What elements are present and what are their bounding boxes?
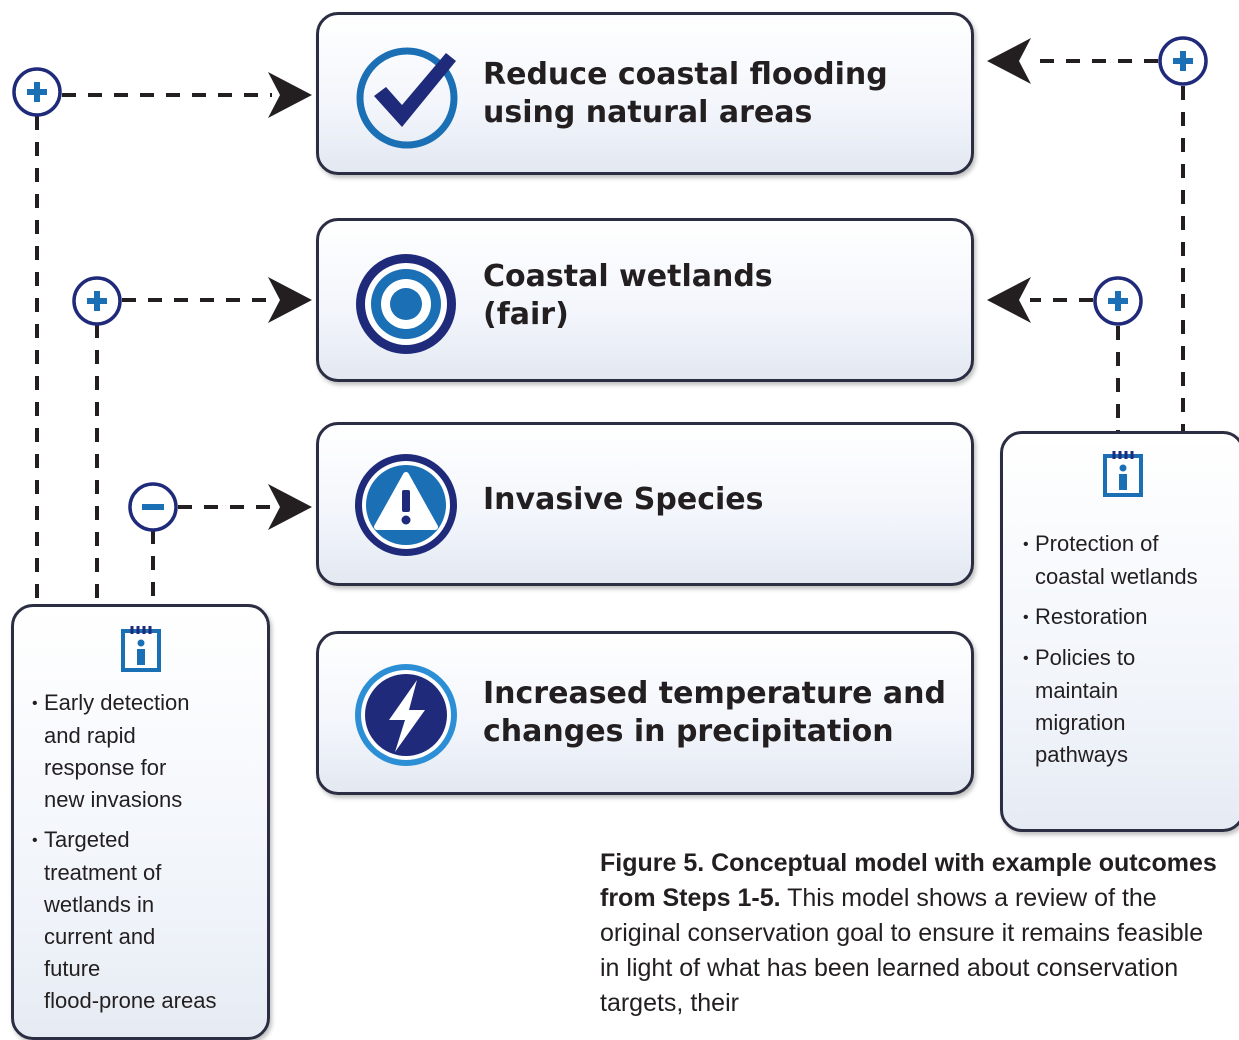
- arrowhead: [987, 38, 1031, 84]
- arrowhead: [268, 277, 312, 323]
- target-title: Coastal wetlands (fair): [483, 259, 773, 332]
- goal-title: Reduce coastal flooding using natural ar…: [483, 57, 888, 130]
- figure-caption: Figure 5. Conceptual model with example …: [600, 846, 1220, 1021]
- list-item: Protection of coastal wetlands: [1017, 528, 1239, 593]
- left-actions-box: Early detection and rapid response for n…: [11, 604, 270, 1040]
- minus-sign: [142, 504, 164, 510]
- climate-box: Increased temperature and changes in pre…: [316, 631, 974, 795]
- warning-icon: [355, 454, 457, 556]
- list-item: Policies to maintain migration pathways: [1017, 642, 1239, 771]
- info-note-icon: [121, 626, 161, 672]
- caption-text: This model shows a review of the origina…: [600, 884, 1204, 1017]
- info-note-icon: [1103, 451, 1143, 497]
- right-actions-list: Protection of coastal wetlands Restorati…: [1017, 528, 1239, 779]
- threat-box: Invasive Species: [316, 422, 974, 586]
- climate-title: Increased temperature and changes in pre…: [483, 676, 946, 749]
- plus-sign: [94, 291, 100, 311]
- goal-box: Reduce coastal flooding using natural ar…: [316, 12, 974, 175]
- lightning-icon: [355, 664, 457, 766]
- target-icon: [356, 254, 456, 354]
- plus-sign: [1180, 51, 1186, 71]
- target-box: Coastal wetlands (fair): [316, 218, 974, 382]
- threat-title: Invasive Species: [483, 482, 764, 517]
- caption-bold: Figure 5. Conceptual model with example …: [600, 849, 1217, 912]
- arrowhead: [268, 484, 312, 530]
- list-item: Targeted treatment of wetlands in curren…: [26, 824, 266, 1017]
- list-item: Restoration: [1017, 601, 1239, 634]
- plus-sign: [34, 82, 40, 102]
- arrowhead: [268, 72, 312, 118]
- checkmark-icon: [356, 47, 458, 149]
- list-item: Early detection and rapid response for n…: [26, 687, 266, 816]
- right-actions-box: Protection of coastal wetlands Restorati…: [1000, 431, 1239, 832]
- arrowhead: [987, 277, 1031, 323]
- plus-sign: [1115, 291, 1121, 311]
- left-actions-list: Early detection and rapid response for n…: [26, 687, 266, 1025]
